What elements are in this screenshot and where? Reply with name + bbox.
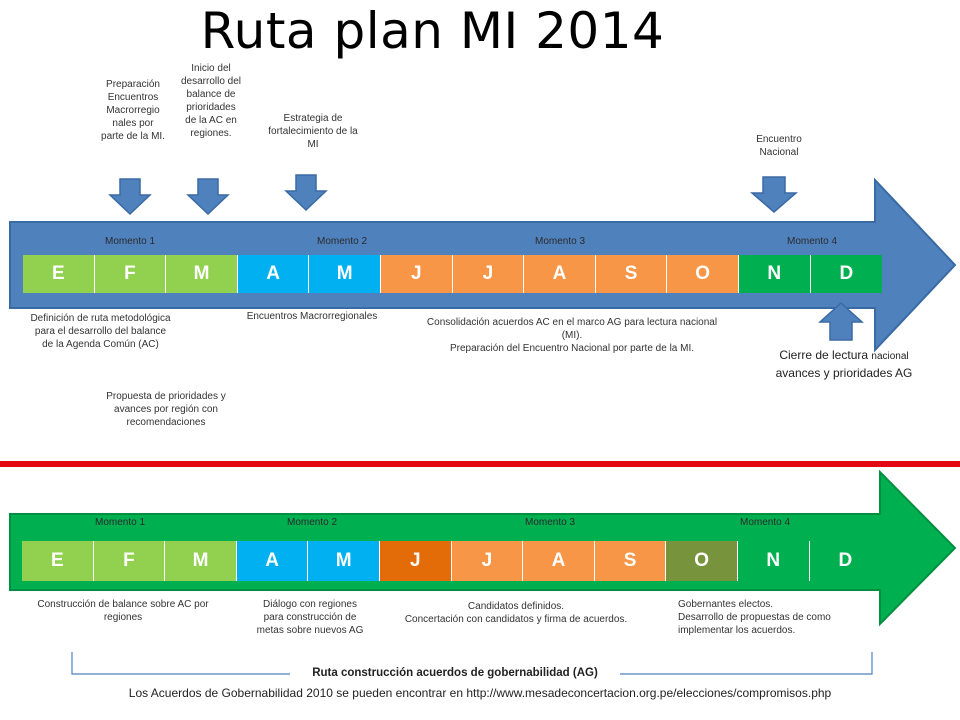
note-dialogo: Diálogo con regiones para construcción d… — [256, 599, 364, 636]
month-cell: M — [309, 255, 381, 293]
month-cell: M — [165, 541, 237, 581]
note-encuentros-macro: Encuentros Macrorregionales — [246, 311, 378, 322]
month-cell: M — [166, 255, 238, 293]
footer-note: Los Acuerdos de Gobernabilidad 2010 se p… — [128, 686, 832, 700]
moment-label: Momento 2 — [316, 236, 368, 247]
note-definicion: Definición de ruta metodológica para el … — [30, 313, 171, 350]
top-month-bar: E F M A M J J A S O N D — [23, 255, 883, 293]
month-cell: J — [451, 541, 524, 581]
note-cierre: Cierre de lectura nacional avances y pri… — [760, 347, 928, 381]
month-cell: O — [666, 541, 738, 581]
page-title: Ruta plan MI 2014 — [200, 2, 665, 60]
note-gobernantes-line-2: Desarrollo de propuestas de como impleme… — [678, 612, 831, 636]
moment-label: Momento 4 — [786, 236, 838, 247]
note-candidatos-line-1: Candidatos definidos. — [467, 601, 565, 612]
month-cell: D — [810, 255, 883, 293]
down-arrow-icon — [186, 178, 230, 216]
month-cell: N — [738, 255, 811, 293]
note-cierre-text: Cierre de lectura — [779, 348, 869, 362]
note-candidatos-line-2: Concertación con candidatos y firma de a… — [404, 614, 628, 625]
down-arrow-icon — [284, 174, 328, 212]
moment-label: Momento 1 — [94, 517, 146, 528]
month-cell: A — [236, 541, 309, 581]
month-cell: A — [237, 255, 310, 293]
note-inicio: Inicio del desarrollo del balance de pri… — [180, 63, 242, 139]
note-construccion: Construcción de balance sobre AC por reg… — [37, 599, 209, 623]
month-cell: S — [594, 541, 667, 581]
month-cell: J — [452, 255, 525, 293]
moment-label: Momento 2 — [286, 517, 338, 528]
moment-label: Momento 4 — [739, 517, 791, 528]
note-consolidacion-line-1: Consolidación acuerdos AC en el marco AG… — [426, 317, 718, 341]
month-cell: N — [737, 541, 810, 581]
moment-label: Momento 1 — [104, 236, 156, 247]
note-propuesta: Propuesta de prioridades y avances por r… — [106, 391, 226, 428]
month-cell: A — [523, 541, 595, 581]
down-arrow-icon — [750, 176, 798, 213]
month-cell: E — [23, 255, 95, 293]
note-estrategia: Estrategia de fortalecimiento de la MI — [268, 113, 358, 150]
moment-label: Momento 3 — [524, 517, 576, 528]
note-cierre-line-1: Cierre de lectura nacional — [760, 347, 928, 365]
month-cell: D — [809, 541, 882, 581]
month-cell: O — [667, 255, 739, 293]
month-cell: A — [524, 255, 596, 293]
note-preparacion: Preparación Encuentros Macrorregio nales… — [101, 79, 165, 142]
moment-label: Momento 3 — [534, 236, 586, 247]
up-arrow-icon — [818, 302, 864, 341]
divider-line — [0, 461, 960, 467]
bottom-month-bar: E F M A M J J A S O N D — [22, 541, 882, 581]
note-consolidacion-line-2: Preparación del Encuentro Nacional por p… — [449, 343, 695, 354]
month-cell: S — [595, 255, 668, 293]
route-label: Ruta construcción acuerdos de gobernabil… — [290, 667, 620, 679]
month-cell: E — [22, 541, 94, 581]
month-cell: F — [94, 255, 167, 293]
month-cell: J — [380, 255, 453, 293]
note-gobernantes: Gobernantes electos. Desarrollo de propu… — [678, 598, 858, 637]
note-encuentro-nacional: Encuentro Nacional — [756, 134, 802, 158]
note-candidatos: Candidatos definidos. Concertación con c… — [390, 600, 642, 626]
note-consolidacion: Consolidación acuerdos AC en el marco AG… — [418, 316, 726, 355]
month-cell: F — [93, 541, 166, 581]
note-cierre-small: nacional — [871, 351, 909, 362]
month-cell: J — [379, 541, 452, 581]
month-cell: M — [308, 541, 380, 581]
note-gobernantes-line-1: Gobernantes electos. — [678, 599, 774, 610]
note-cierre-line-2: avances y prioridades AG — [775, 366, 913, 380]
down-arrow-icon — [108, 178, 152, 216]
